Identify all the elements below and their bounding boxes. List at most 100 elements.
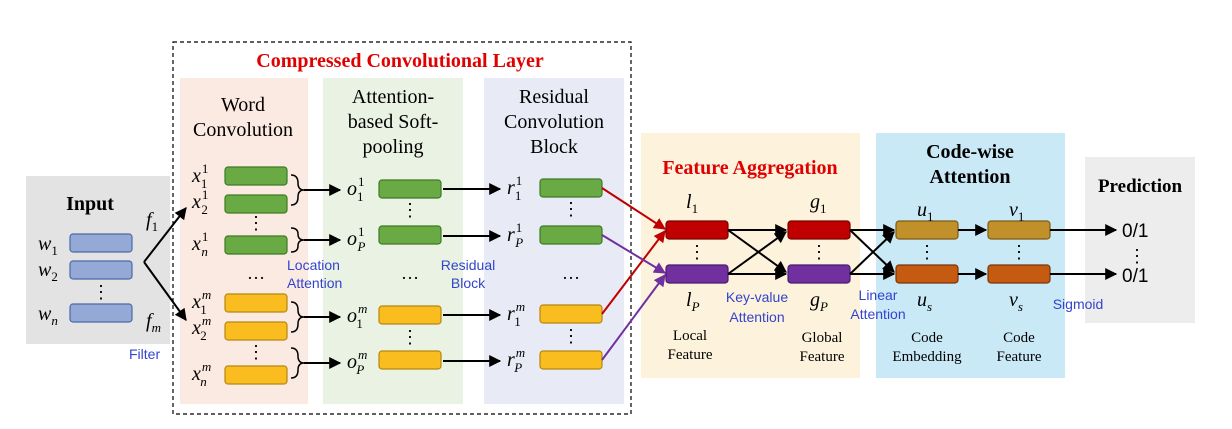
u-label-s: us	[917, 289, 932, 314]
pool-ellipsis-middle: …	[401, 263, 419, 283]
word-vector-n	[69, 303, 133, 323]
local-vector-p	[665, 264, 729, 284]
res-ellipsis-bottom: ⋮	[562, 326, 580, 346]
feature-aggregation-panel	[641, 133, 860, 378]
arrow-gp-u1	[849, 231, 895, 275]
output-2: 0/1	[1122, 266, 1148, 287]
prediction-panel	[1085, 157, 1195, 323]
sigmoid-label: Sigmoid	[1053, 296, 1104, 312]
word-label-n: wn	[38, 303, 58, 328]
word-label-2: w2	[38, 259, 58, 284]
v-label-s: vs	[1009, 289, 1023, 314]
g-label-1: g1	[810, 191, 827, 216]
code-feature-vector-s	[987, 264, 1051, 284]
l-label-1: l1	[686, 191, 698, 216]
prediction-title: Prediction	[1098, 176, 1183, 197]
pool-vector-top-1	[378, 179, 442, 199]
v-ellipsis: ⋮	[1010, 242, 1028, 262]
input-title: Input	[66, 193, 114, 215]
conv-vector-top-2	[224, 194, 288, 214]
global-ellipsis: ⋮	[810, 242, 828, 262]
g-label-p: gP	[810, 289, 828, 314]
arrow-res-bottomp-to-lp	[601, 274, 666, 361]
conv-ellipsis-middle: …	[247, 263, 265, 283]
res-vector-bottom-1	[539, 304, 603, 324]
feature-aggregation-title: Feature Aggregation	[662, 157, 837, 179]
res-vector-top-1	[539, 178, 603, 198]
filter-f1-label: f1	[146, 209, 158, 234]
arrow-res-bottom1-to-l1	[601, 230, 666, 315]
pool-vector-bottom-p	[378, 350, 442, 370]
filter-arrow-f1	[143, 207, 187, 263]
pool-ellipsis-top: ⋮	[401, 200, 419, 220]
conv-ellipsis-top: ⋮	[247, 213, 265, 233]
pool-vector-top-p	[378, 225, 442, 245]
global-vector-p	[787, 264, 851, 284]
filter-label: Filter	[129, 346, 160, 362]
arrow-g1-us	[849, 229, 895, 273]
filter-arrow-fm	[143, 261, 187, 321]
local-vector-1	[665, 220, 729, 240]
pool-ellipsis-bottom: ⋮	[401, 327, 419, 347]
word-vector-2	[69, 260, 133, 280]
conv-vector-top-1	[224, 166, 288, 186]
output-1: 0/1	[1122, 221, 1148, 242]
compressed-layer-title: Compressed Convolutional Layer	[256, 50, 544, 72]
arrow-lp-g1	[727, 231, 787, 275]
pool-vector-bottom-1	[378, 305, 442, 325]
arrow-res-top1-to-l1	[601, 187, 667, 230]
code-attention-panel	[876, 133, 1065, 378]
conv-ellipsis-bottom: ⋮	[247, 342, 265, 362]
filter-fm-label: fm	[146, 310, 161, 335]
res-vector-bottom-p	[539, 350, 603, 370]
res-vector-top-p	[539, 225, 603, 245]
code-embedding-vector-s	[895, 264, 959, 284]
l-label-p: lP	[686, 289, 700, 314]
conv-vector-bottom-n	[224, 365, 288, 385]
word-label-1: w1	[38, 233, 58, 258]
output-ellipsis: ⋮	[1128, 246, 1146, 266]
global-vector-1	[787, 220, 851, 240]
u-label-1: u1	[917, 199, 934, 224]
compressed-layer-boundary	[172, 41, 632, 415]
res-ellipsis-middle: …	[562, 263, 580, 283]
conv-vector-top-n	[224, 235, 288, 255]
res-ellipsis-top: ⋮	[562, 199, 580, 219]
local-ellipsis: ⋮	[688, 242, 706, 262]
conv-vector-bottom-2	[224, 321, 288, 341]
u-ellipsis: ⋮	[918, 242, 936, 262]
v-label-1: v1	[1009, 199, 1024, 224]
arrow-l1-gp	[727, 229, 787, 273]
conv-vector-bottom-1	[224, 293, 288, 313]
word-vector-1	[69, 233, 133, 253]
soft-pooling-title: Attention-based Soft-pooling	[348, 86, 439, 158]
arrow-res-topp-to-lp	[601, 234, 667, 274]
